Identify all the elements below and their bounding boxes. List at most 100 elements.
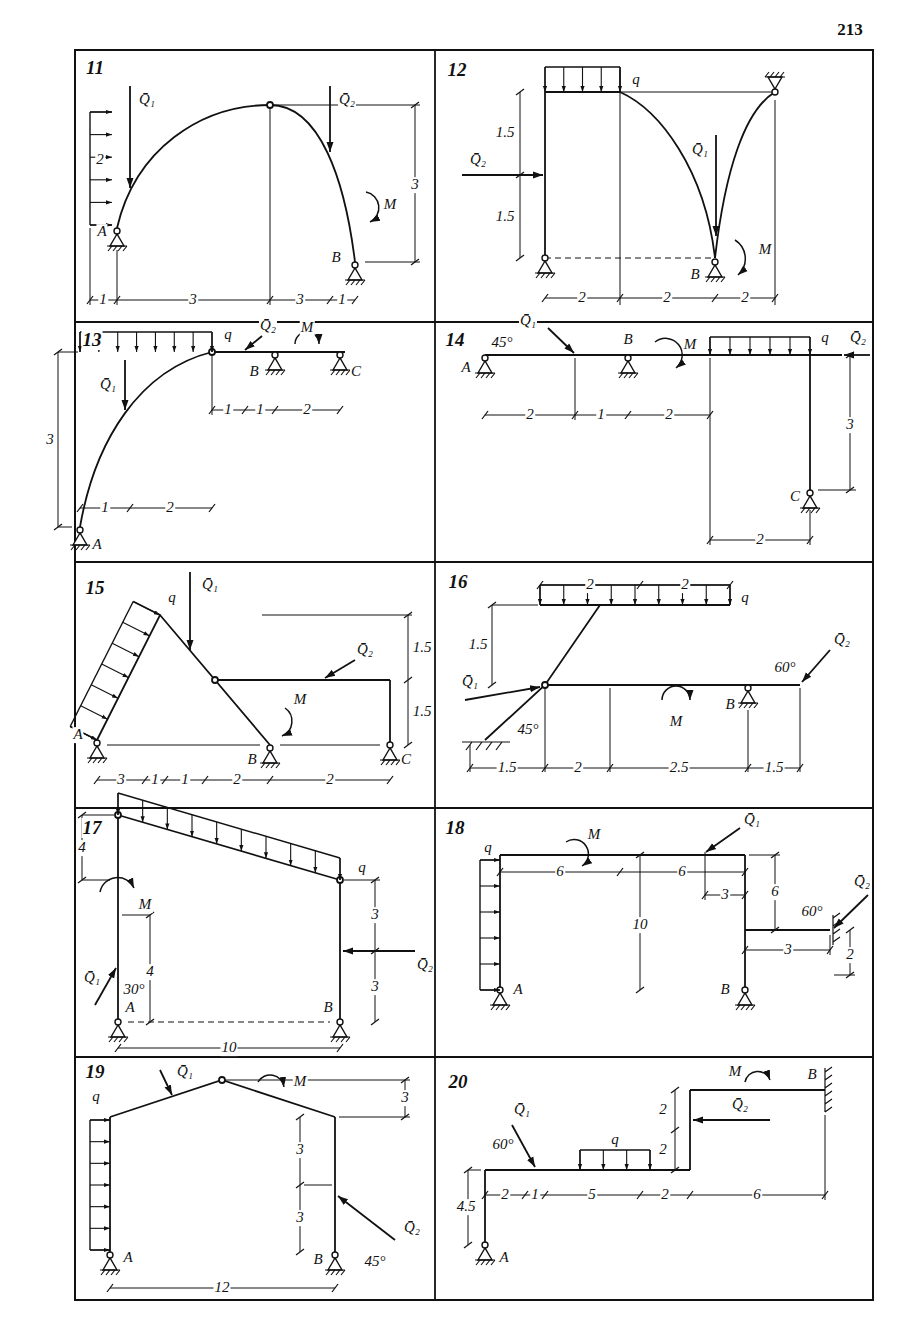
dimension-tick (846, 487, 854, 493)
dimension-tick (337, 1044, 343, 1052)
load-arrow (729, 337, 730, 355)
dimension-tick (337, 406, 343, 414)
load-arrow (90, 1163, 110, 1164)
figure-label: 30° (123, 982, 146, 998)
frame-figure-19 (100, 1070, 410, 1275)
load-arrow (90, 1206, 110, 1207)
load-outline (79, 332, 80, 352)
figure-label: q (483, 840, 493, 856)
dimension-tick (636, 987, 644, 993)
dimension-tick (516, 172, 524, 178)
dimension-tick (464, 1242, 472, 1248)
dimension-tick (488, 602, 496, 608)
figure-label: 1.5 (764, 760, 785, 776)
load-arrow (563, 67, 564, 92)
load-outline (90, 1249, 110, 1250)
dimension-tick (146, 912, 154, 918)
arch-figure-11 (90, 86, 420, 305)
figure-label: 2 (573, 760, 583, 776)
figure-label: q (610, 1132, 620, 1148)
frame-figure-18 (490, 828, 868, 1010)
dimension-tick (625, 411, 631, 419)
figure-label: 3 (116, 772, 126, 788)
load-arrow (480, 937, 500, 938)
dimension-tick (54, 349, 62, 355)
figure-label: M (758, 242, 773, 258)
load-arrow (90, 1228, 110, 1229)
load-outline (539, 585, 540, 605)
figure-label: 3 (845, 417, 855, 433)
dimension-lines (54, 89, 854, 1292)
figure-label: 4 (145, 964, 155, 980)
dimension-tick (404, 612, 412, 618)
load-arrow (241, 829, 242, 851)
figure-label: 4.5 (456, 1199, 477, 1215)
figure-label: 2 (740, 290, 750, 306)
figure-label: 1.5 (468, 637, 489, 653)
figure-label: q (91, 1089, 101, 1105)
figure-label: 2 (525, 407, 535, 423)
figure-label: A (72, 727, 83, 743)
load-outline (133, 602, 160, 616)
figure-label: Q̄₂ (356, 642, 374, 658)
load-outline (709, 337, 710, 355)
load-outline (649, 1150, 650, 1170)
problem-number: 19 (85, 1062, 106, 1082)
figure-label: q (223, 327, 233, 343)
dimension-tick (637, 1191, 643, 1199)
figure-label: B (689, 267, 700, 283)
figure-label: 6 (770, 884, 780, 900)
page-frame (75, 50, 873, 1300)
load-arrow (480, 989, 500, 990)
load-arrow (626, 1150, 627, 1170)
load-outline (90, 1119, 110, 1120)
figure-label: 45° (517, 722, 540, 738)
load-arrow (174, 332, 175, 352)
load-outline (729, 585, 730, 605)
dimension-line (470, 768, 800, 769)
figure-label: q (357, 860, 367, 876)
dimension-line (90, 300, 355, 301)
dimension-tick (296, 1182, 304, 1188)
figure-label: 3 (45, 432, 55, 448)
figure-label: 1 (530, 1187, 540, 1203)
load-arrow (117, 793, 118, 815)
figure-label: 6 (752, 1187, 762, 1203)
figure-label: Q̄₁ (513, 1102, 531, 1118)
figure-label: q (167, 590, 177, 606)
load-arrow (619, 67, 620, 92)
dimension-tick (267, 776, 273, 784)
dimension-tick (127, 504, 133, 512)
dimension-tick (771, 852, 779, 858)
load-arrow (603, 1150, 604, 1170)
figure-label: B (312, 1252, 323, 1268)
figure-label: 2 (325, 772, 335, 788)
dimension-tick (352, 296, 358, 304)
figure-label: 1.5 (495, 125, 516, 141)
page-number: 213 (836, 21, 864, 39)
load-outline (479, 860, 480, 990)
figure-label: Q̄₁ (99, 377, 117, 393)
dimension-tick (516, 89, 524, 95)
dimension-tick (617, 868, 623, 876)
figure-label: 2 (664, 407, 674, 423)
load-outline (580, 1149, 650, 1150)
figure-label: 2 (302, 402, 312, 418)
dimension-tick (488, 682, 496, 688)
figure-label: A (122, 1250, 133, 1266)
figure-label: M (669, 714, 684, 730)
figure-label: 3 (295, 292, 305, 308)
figure-label: 3 (295, 1210, 305, 1226)
figure-label: Q̄₁ (176, 1064, 194, 1080)
load-arrow (90, 202, 112, 203)
load-arrow (90, 1249, 110, 1250)
dimension-tick (387, 776, 393, 784)
load-outline (619, 67, 620, 92)
figure-label: C (350, 364, 362, 380)
dimension-tick (542, 1191, 548, 1199)
figure-label: M (683, 337, 698, 353)
dimension-tick (617, 294, 623, 302)
load-outline (89, 112, 90, 225)
figure-label: 1.5 (412, 640, 433, 656)
